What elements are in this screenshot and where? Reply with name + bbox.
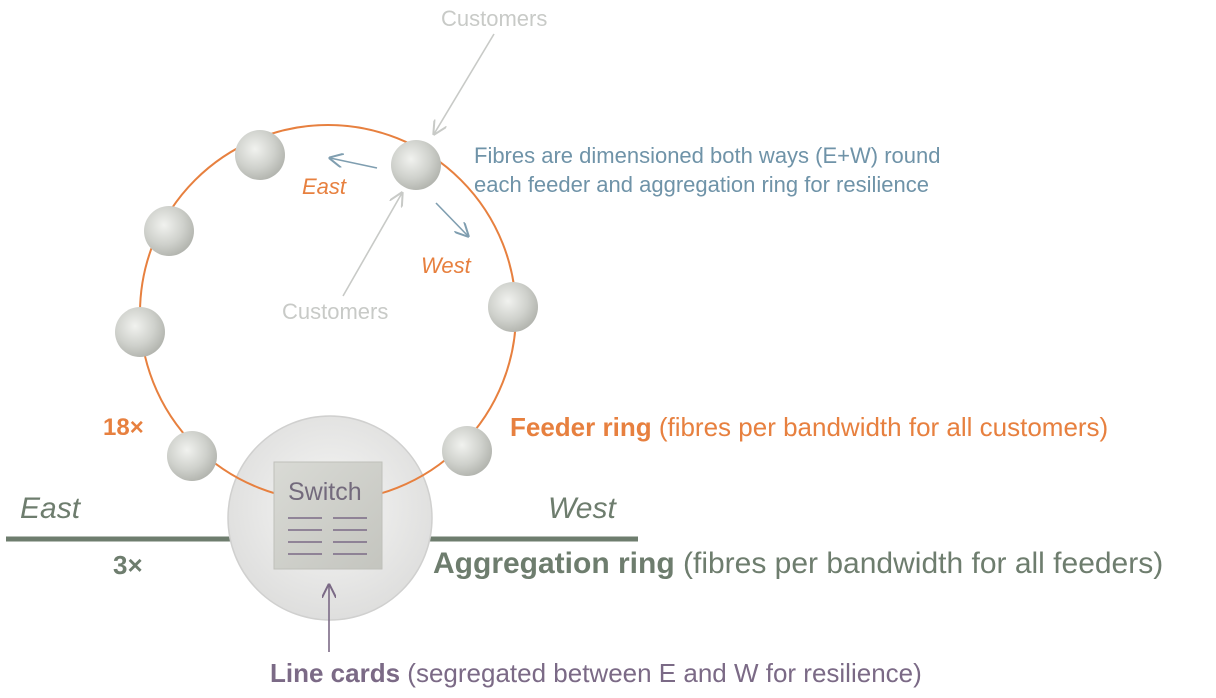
- west-arrow: [435, 202, 468, 236]
- east-arrow: [330, 158, 378, 169]
- aggregation-ring-name: Aggregation ring: [433, 547, 675, 580]
- aggregation-ring-desc: (fibres per bandwidth for all feeders): [674, 547, 1164, 580]
- feeder-ring-name: Feeder ring: [510, 412, 652, 442]
- aggregation-west-label: West: [548, 492, 616, 525]
- customers-inner-label: Customers: [282, 299, 389, 324]
- feeder-ring-desc: (fibres per bandwidth for all customers): [651, 412, 1109, 442]
- aggregation-east-label: East: [20, 492, 81, 525]
- line-cards-desc: (segregated between E and W for resilien…: [400, 658, 922, 688]
- switch-label: Switch: [288, 478, 362, 506]
- line-cards-label: Line cards (segregated between E and W f…: [270, 660, 922, 686]
- ring-node: [235, 130, 285, 180]
- switch-box: [273, 461, 383, 570]
- aggregation-ring-label: Aggregation ring (fibres per bandwidth f…: [433, 549, 1163, 579]
- ring-node: [442, 426, 492, 476]
- feeder-ring-label: Feeder ring (fibres per bandwidth for al…: [510, 414, 1108, 440]
- line-card-lines: [288, 517, 367, 555]
- ring-node: [167, 431, 217, 481]
- feeder-count: 18×: [103, 414, 144, 441]
- resilience-note: Fibres are dimensioned both ways (E+W) r…: [474, 141, 941, 199]
- ring-node: [144, 206, 194, 256]
- note-line-1: Fibres are dimensioned both ways (E+W) r…: [474, 143, 941, 168]
- ring-node: [391, 140, 441, 190]
- ring-node: [488, 282, 538, 332]
- customers-inner-arrow: [342, 193, 402, 297]
- note-line-2: each feeder and aggregation ring for res…: [474, 172, 929, 197]
- ring-node: [115, 307, 165, 357]
- customers-top-arrow: [434, 33, 495, 134]
- aggregation-count: 3×: [113, 550, 143, 580]
- ring-west-label: West: [421, 253, 471, 278]
- customers-top-label: Customers: [441, 6, 548, 31]
- ring-east-label: East: [302, 174, 347, 199]
- line-cards-name: Line cards: [270, 658, 401, 688]
